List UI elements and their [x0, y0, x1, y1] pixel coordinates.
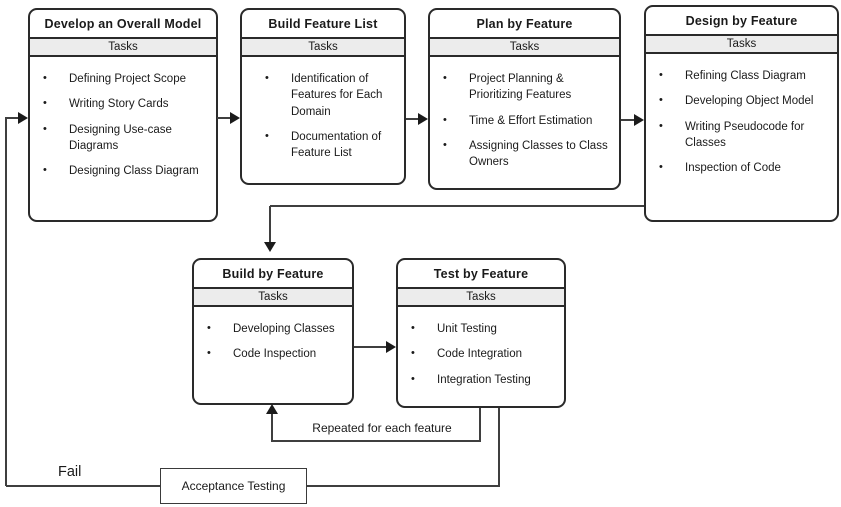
task-list: •Refining Class Diagram •Developing Obje… [646, 54, 837, 177]
phase-box-plan-by-feature: Plan by Feature Tasks •Project Planning … [428, 8, 621, 190]
connector-test-to-acceptance-vertical [498, 408, 500, 487]
task-list: •Defining Project Scope •Writing Story C… [30, 57, 216, 180]
task-item: •Defining Project Scope [40, 71, 211, 87]
arrowhead-right-icon [418, 113, 428, 125]
task-item: •Inspection of Code [656, 160, 832, 176]
tasks-section-header: Tasks [430, 37, 619, 57]
task-item: •Code Inspection [204, 346, 347, 362]
connector-design-to-build-horizontal [270, 205, 644, 207]
bullet-icon: • [659, 161, 663, 174]
task-item: •Code Integration [408, 346, 559, 362]
phase-title: Design by Feature [685, 13, 798, 28]
task-item: •Writing Pseudocode for Classes [656, 119, 832, 152]
bullet-icon: • [265, 72, 269, 84]
bullet-icon: • [659, 119, 663, 132]
task-item: •Integration Testing [408, 372, 559, 388]
bullet-icon: • [43, 72, 47, 84]
bullet-icon: • [43, 97, 47, 110]
bullet-icon: • [207, 347, 211, 360]
bullet-icon: • [411, 347, 415, 360]
bullet-icon: • [207, 322, 211, 334]
task-list: •Identification of Features for Each Dom… [242, 57, 404, 162]
task-item: •Identification of Features for Each Dom… [262, 71, 399, 120]
connector-loop-horizontal [271, 440, 481, 442]
bullet-icon: • [43, 122, 47, 135]
task-item: •Project Planning & Prioritizing Feature… [440, 71, 614, 104]
tasks-section-header: Tasks [30, 37, 216, 57]
tasks-section-header: Tasks [194, 287, 352, 307]
task-list: •Unit Testing •Code Integration •Integra… [398, 307, 564, 388]
arrowhead-down-icon [264, 242, 276, 252]
repeated-for-each-feature-label: Repeated for each feature [312, 421, 452, 435]
phase-title: Plan by Feature [476, 16, 573, 31]
arrowhead-right-icon [634, 114, 644, 126]
phase-box-develop-overall-model: Develop an Overall Model Tasks •Defining… [28, 8, 218, 222]
task-item: •Writing Story Cards [40, 96, 211, 112]
bullet-icon: • [411, 372, 415, 385]
task-item: •Refining Class Diagram [656, 68, 832, 84]
phase-title: Develop an Overall Model [44, 16, 202, 31]
bullet-icon: • [43, 164, 47, 177]
phase-title: Build Feature List [268, 16, 378, 31]
phase-box-build-feature-list: Build Feature List Tasks •Identification… [240, 8, 406, 185]
connector-develop-to-buildlist [217, 117, 231, 119]
task-item: •Developing Classes [204, 321, 347, 337]
task-item: •Documentation of Feature List [262, 129, 399, 162]
arrowhead-up-icon [266, 404, 278, 414]
connector-loop-right-vertical [479, 408, 481, 442]
task-list: •Developing Classes •Code Inspection [194, 307, 352, 363]
phase-box-test-by-feature: Test by Feature Tasks •Unit Testing •Cod… [396, 258, 566, 408]
tasks-section-header: Tasks [242, 37, 404, 57]
bullet-icon: • [265, 129, 269, 142]
connector-into-develop-model [6, 117, 19, 119]
tasks-section-header: Tasks [646, 34, 837, 54]
connector-buildlist-to-plan [406, 118, 419, 120]
arrowhead-right-icon [18, 112, 28, 124]
task-item: •Designing Use-case Diagrams [40, 122, 211, 155]
tasks-section-header: Tasks [398, 287, 564, 307]
phase-box-design-by-feature: Design by Feature Tasks •Refining Class … [644, 5, 839, 222]
task-item: •Unit Testing [408, 321, 559, 337]
task-item: •Time & Effort Estimation [440, 113, 614, 129]
acceptance-testing-box: Acceptance Testing [160, 468, 307, 504]
connector-fail-horizontal [6, 485, 160, 487]
connector-plan-to-design [621, 119, 635, 121]
connector-loop-left-vertical [271, 414, 273, 441]
fail-label: Fail [58, 464, 82, 480]
bullet-icon: • [443, 138, 447, 151]
connector-fail-feedback-vertical [5, 117, 7, 486]
arrowhead-right-icon [386, 341, 396, 353]
bullet-icon: • [659, 69, 663, 81]
task-item: •Assigning Classes to Class Owners [440, 138, 614, 171]
task-item: •Designing Class Diagram [40, 163, 211, 179]
task-item: •Developing Object Model [656, 93, 832, 109]
phase-title: Test by Feature [433, 266, 529, 281]
connector-build-to-test [354, 346, 387, 348]
bullet-icon: • [659, 94, 663, 107]
phase-title: Build by Feature [222, 266, 324, 281]
task-list: •Project Planning & Prioritizing Feature… [430, 57, 619, 171]
connector-test-to-acceptance-horizontal [307, 485, 500, 487]
arrowhead-right-icon [230, 112, 240, 124]
phase-box-build-by-feature: Build by Feature Tasks •Developing Class… [192, 258, 354, 405]
bullet-icon: • [411, 322, 415, 334]
bullet-icon: • [443, 72, 447, 84]
bullet-icon: • [443, 113, 447, 126]
connector-design-to-build-vertical [269, 206, 271, 243]
